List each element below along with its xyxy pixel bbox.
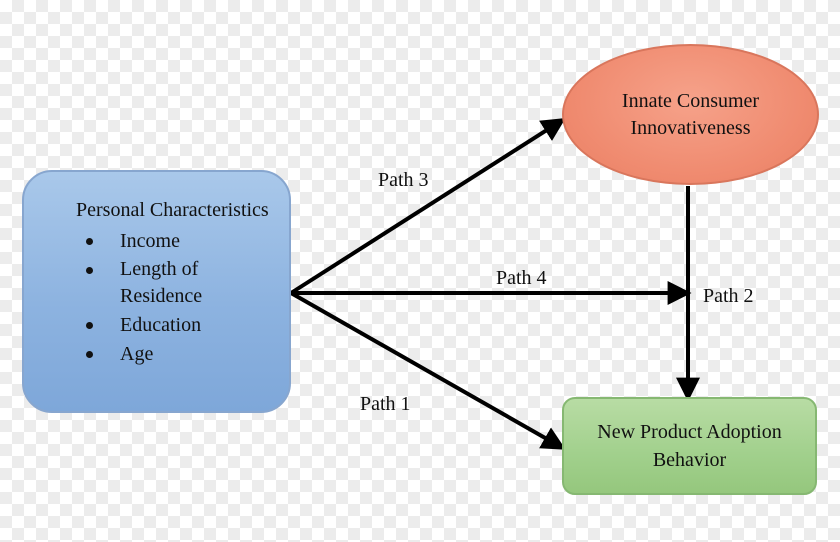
bullet-icon (86, 267, 93, 274)
personal-characteristics-box: Personal Characteristics Income Length o… (22, 170, 291, 413)
path-1-label: Path 1 (360, 393, 411, 415)
innate-consumer-innovativeness-label: Innate Consumer Innovativeness (621, 89, 760, 139)
bullet-icon (86, 322, 93, 329)
new-product-adoption-behavior-box: New Product Adoption Behavior (562, 397, 817, 495)
new-product-adoption-behavior-label: New Product Adoption Behavior (597, 421, 782, 471)
list-item-age: Age (76, 340, 289, 368)
path-2-label: Path 2 (703, 285, 754, 307)
path-3-label: Path 3 (378, 169, 429, 191)
list-item-education: Education (76, 311, 289, 339)
list-item-income: Income (76, 227, 289, 255)
innate-consumer-innovativeness-ellipse: Innate Consumer Innovativeness (562, 44, 819, 185)
path-4-label: Path 4 (496, 267, 547, 289)
path-3-arrow (289, 117, 566, 295)
bullet-icon (86, 238, 93, 245)
personal-characteristics-list: Income Length of Residence Education Age (76, 227, 289, 368)
personal-characteristics-title: Personal Characteristics (76, 199, 269, 221)
bullet-icon (86, 351, 93, 358)
list-item-length-of-residence: Length of Residence (76, 256, 289, 310)
path-1-arrow (290, 291, 566, 450)
